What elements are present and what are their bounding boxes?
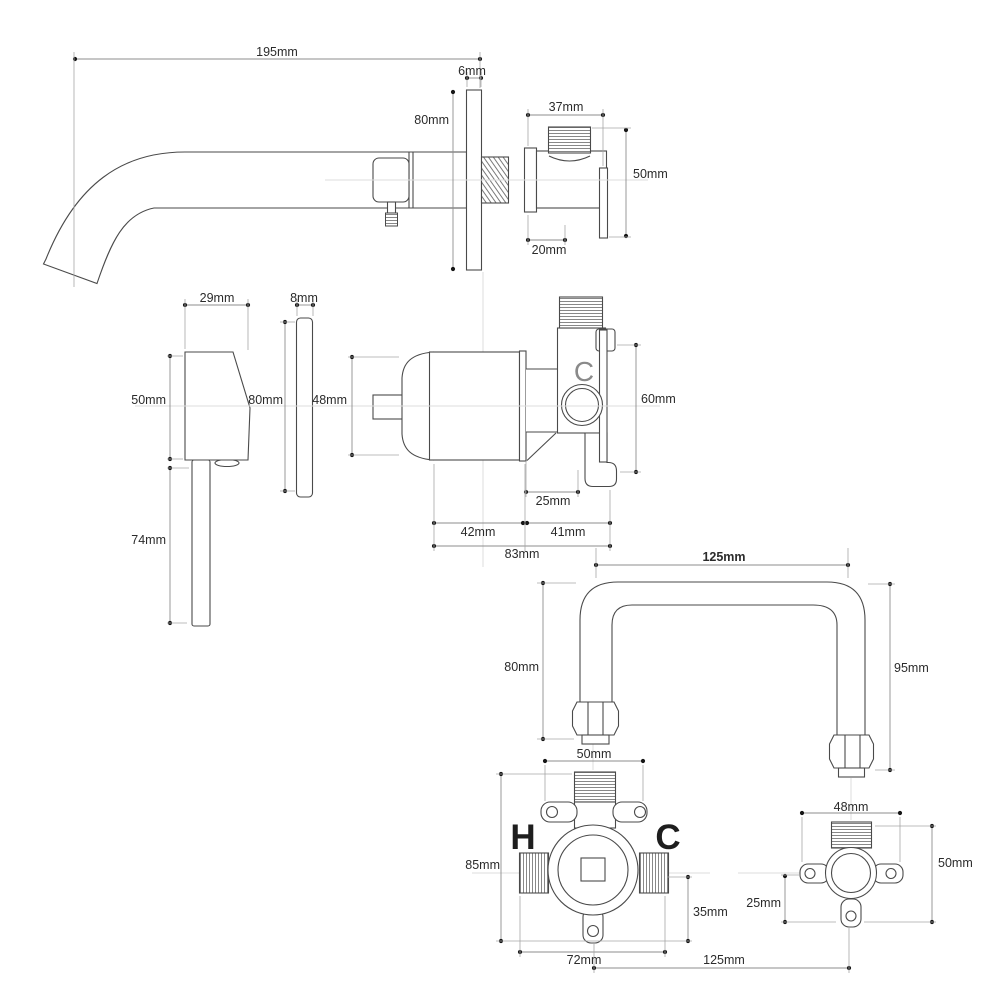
handle-view bbox=[184, 317, 314, 627]
cold-valve-left-ear-hole bbox=[804, 867, 816, 880]
mixer-top-thread bbox=[573, 771, 617, 803]
u-spout-view bbox=[571, 581, 875, 778]
elbow-valve-thread bbox=[547, 126, 592, 154]
label-mixer-height: 85mm bbox=[465, 858, 500, 872]
valve-top-thread bbox=[558, 296, 604, 329]
label-spout-length: 195mm bbox=[256, 45, 298, 59]
label-mixer-port-span: 72mm bbox=[567, 953, 602, 967]
label-cartridge-length: 42mm bbox=[461, 525, 496, 539]
label-u-spout-right-height: 95mm bbox=[894, 661, 929, 675]
mixer-cold-port-thread bbox=[638, 852, 670, 894]
label-port-offset: 25mm bbox=[536, 494, 571, 508]
label-u-spout-left-height: 80mm bbox=[504, 660, 539, 674]
label-elbow-top-width: 37mm bbox=[549, 100, 584, 114]
cold-valve-view bbox=[799, 821, 904, 928]
elbow-valve-rear-bar bbox=[598, 167, 609, 239]
label-handle-body-height: 50mm bbox=[131, 393, 166, 407]
cold-valve-thread bbox=[830, 821, 873, 849]
connector-fill bbox=[526, 369, 558, 432]
mixer-neck bbox=[573, 801, 617, 829]
label-mixer-top-width: 50mm bbox=[577, 747, 612, 761]
label-elbow-height: 50mm bbox=[633, 167, 668, 181]
mixer-body-view bbox=[518, 771, 670, 944]
left-compression-nut bbox=[571, 701, 620, 736]
u-pipe-inner-edge bbox=[611, 604, 838, 736]
valve-port-inner bbox=[564, 387, 600, 423]
u-pipe-outer-edge bbox=[579, 581, 866, 736]
spout-body-outline bbox=[42, 151, 468, 285]
left-nut-collar bbox=[581, 734, 610, 745]
label-elbow-depth: 20mm bbox=[532, 243, 567, 257]
cold-valve-right-ear-hole bbox=[885, 867, 897, 880]
mixer-right-ear-hole bbox=[633, 805, 647, 819]
label-backplate-thickness: 8mm bbox=[290, 291, 318, 305]
label-cold-valve-outlet-offset: 25mm bbox=[746, 896, 781, 910]
handle-backplate bbox=[295, 317, 314, 498]
mixer-square-socket bbox=[580, 857, 606, 882]
label-backplate-height: 80mm bbox=[248, 393, 283, 407]
label-lever-length: 74mm bbox=[131, 533, 166, 547]
mixer-tab-hole bbox=[586, 924, 600, 938]
label-hot-port: H bbox=[510, 818, 535, 857]
label-mixer-outlet-offset: 35mm bbox=[693, 905, 728, 919]
label-valve-spacing: 125mm bbox=[703, 953, 745, 967]
dimension-labels: 195mm 6mm 80mm 37mm 50mm 20mm 29mm 8mm 5… bbox=[131, 45, 972, 967]
label-u-spout-width: 125mm bbox=[702, 550, 745, 564]
cold-valve-outer-circle bbox=[824, 846, 878, 900]
label-valve-body-length: 41mm bbox=[551, 525, 586, 539]
label-valve-body-height: 60mm bbox=[641, 392, 676, 406]
label-cold-port: C bbox=[655, 818, 680, 857]
label-plate-thickness: 6mm bbox=[458, 64, 486, 78]
aerator-key-head bbox=[385, 212, 398, 227]
aerator-key-stem bbox=[386, 201, 397, 214]
cold-valve-inner-circle bbox=[830, 852, 872, 894]
mixer-hot-port-thread bbox=[518, 852, 550, 894]
label-total-length: 83mm bbox=[505, 547, 540, 561]
valve-port-outer bbox=[560, 383, 604, 427]
label-handle-width: 29mm bbox=[200, 291, 235, 305]
elbow-valve-view bbox=[523, 126, 609, 239]
label-plate-height: 80mm bbox=[414, 113, 449, 127]
elbow-valve-thread-shoulder bbox=[548, 155, 591, 162]
cartridge-valve-view bbox=[372, 296, 618, 488]
cold-valve-tab-hole bbox=[845, 910, 857, 922]
background-centerlines bbox=[472, 272, 898, 874]
label-cartridge-diameter: 48mm bbox=[312, 393, 347, 407]
right-nut-collar bbox=[837, 767, 866, 778]
dimension-lines bbox=[72, 52, 936, 973]
connector-chamfer bbox=[526, 432, 557, 461]
mixer-left-ear-hole bbox=[545, 805, 559, 819]
cartridge-stem bbox=[372, 394, 404, 420]
mixer-body-inner-circle bbox=[557, 834, 629, 906]
label-valve-cold-port: C bbox=[574, 356, 594, 387]
right-compression-nut bbox=[828, 734, 875, 769]
label-cold-valve-height: 50mm bbox=[938, 856, 973, 870]
handle-lever bbox=[191, 459, 211, 627]
label-cold-valve-width: 48mm bbox=[834, 800, 869, 814]
